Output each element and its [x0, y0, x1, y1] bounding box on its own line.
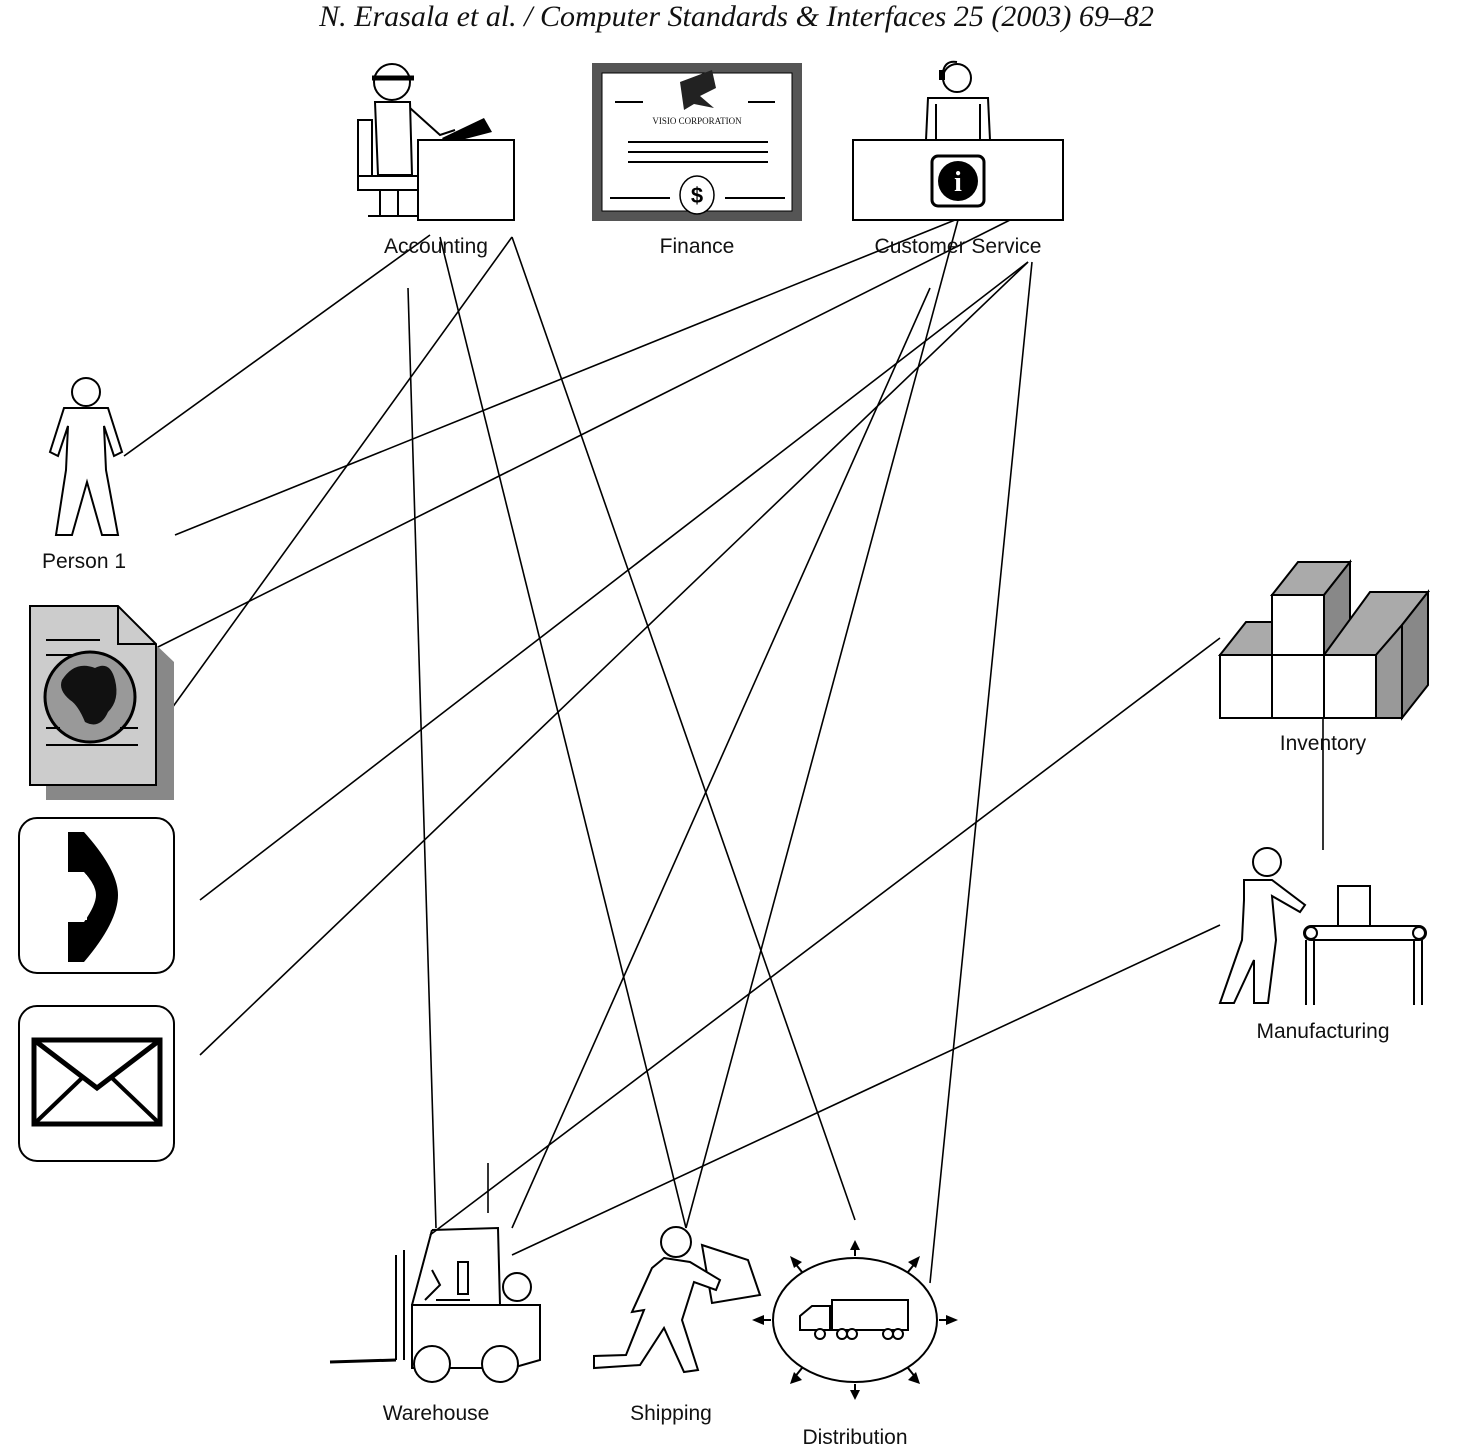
forklift-icon [329, 1226, 541, 1383]
distribution-label: Distribution [802, 1426, 907, 1449]
edge-customer-service-person1 [174, 219, 956, 536]
mail-icon [18, 1005, 175, 1162]
edge-customer-service-phone [199, 261, 1029, 901]
edge-accounting-document [171, 236, 513, 709]
customer-service-label: Customer Service [875, 235, 1042, 258]
info-icon: i [954, 167, 962, 198]
accounting-node: Accounting [357, 63, 515, 258]
edge-customer-service-distribution [929, 261, 1033, 1284]
edge-inventory-warehouse [429, 637, 1221, 1236]
phone-icon [18, 817, 175, 974]
warehouse-node: Warehouse [329, 1226, 541, 1425]
worker-conveyor-icon [1218, 847, 1427, 1005]
edge-customer-service-warehouse [511, 287, 931, 1229]
person-icon [48, 377, 124, 536]
finance-node: VISIO CORPORATION $ Finance [592, 63, 802, 258]
shipping-node: Shipping [593, 1226, 762, 1425]
accounting-figure-icon [357, 63, 515, 221]
inventory-node: Inventory [1217, 559, 1431, 755]
inventory-label: Inventory [1280, 732, 1367, 755]
manufacturing-label: Manufacturing [1256, 1020, 1389, 1043]
edge-customer-service-mail [199, 261, 1029, 1056]
edge-customer-service-document [147, 219, 1011, 653]
manufacturing-node: Manufacturing [1218, 847, 1427, 1043]
finance-label: Finance [660, 235, 735, 258]
edge-customer-service-shipping [685, 219, 959, 1229]
svg-text:VISIO CORPORATION: VISIO CORPORATION [652, 116, 742, 126]
shipping-label: Shipping [630, 1402, 712, 1425]
edge-accounting-person1 [123, 234, 431, 457]
person1-node: Person 1 [42, 377, 126, 573]
carrier-person-icon [593, 1226, 762, 1374]
connection-lines [123, 219, 1324, 1284]
distribution-node: Distribution [752, 1240, 958, 1449]
customer-service-node: i Customer Service [852, 60, 1064, 258]
truck-distribution-icon [752, 1240, 958, 1400]
edge-accounting-distribution [511, 236, 856, 1221]
boxes-icon [1217, 559, 1431, 721]
edge-accounting-warehouse [407, 287, 437, 1229]
edge-manufacturing-warehouse [511, 924, 1221, 1256]
warehouse-label: Warehouse [383, 1402, 490, 1425]
customer-service-figure-icon: i [852, 60, 1064, 221]
person1-label: Person 1 [42, 550, 126, 573]
document-globe-icon [29, 605, 174, 800]
svg-text:$: $ [691, 183, 703, 208]
accounting-label: Accounting [384, 235, 488, 258]
edge-accounting-shipping [439, 236, 687, 1229]
certificate-icon: VISIO CORPORATION $ [592, 63, 802, 221]
page-header: N. Erasala et al. / Computer Standards &… [319, 0, 1154, 33]
